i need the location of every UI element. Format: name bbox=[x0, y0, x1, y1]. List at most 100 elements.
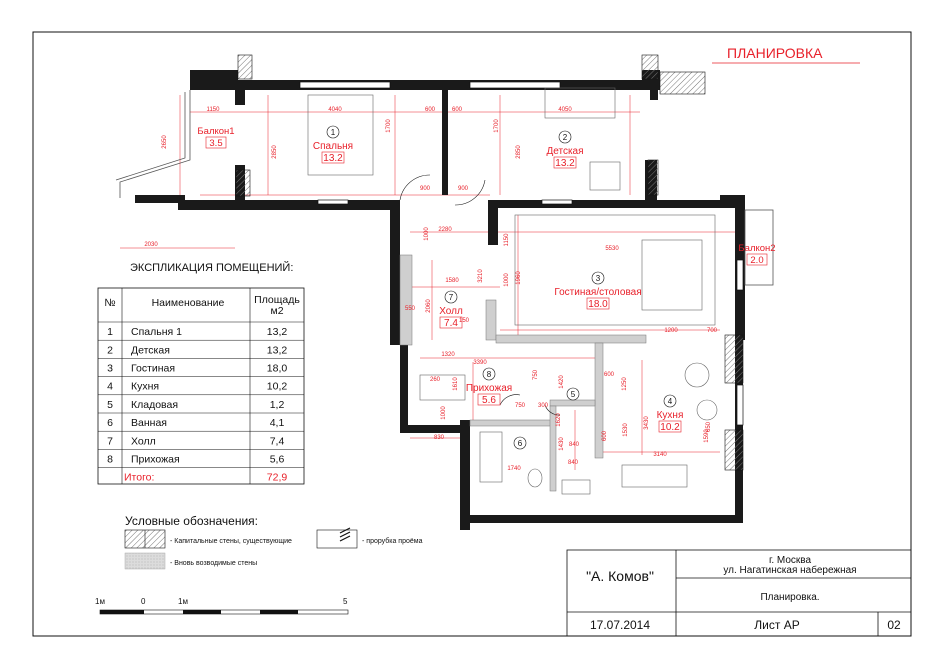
dimension-label: 1420 bbox=[559, 375, 565, 389]
room-number: 7 bbox=[449, 293, 454, 302]
dimension-label: 1610 bbox=[453, 377, 459, 391]
room-name: Гостиная/столовая bbox=[554, 287, 641, 298]
dimension-label: 600 bbox=[452, 107, 463, 113]
dimension-label: 1580 bbox=[445, 278, 459, 284]
dimension-label: 300 bbox=[538, 403, 549, 409]
table-cell-name: Спальня 1 bbox=[131, 326, 182, 338]
dimension-label: 2850 bbox=[516, 145, 522, 159]
wall-hatching bbox=[235, 54, 744, 471]
room-area: 18.0 bbox=[588, 299, 608, 310]
dimension-label: 1590 bbox=[704, 429, 710, 443]
room-area-box bbox=[477, 393, 501, 406]
dimension-label: 2280 bbox=[438, 227, 452, 233]
table-cell-num: 6 bbox=[107, 417, 113, 429]
sofa-area bbox=[514, 214, 716, 326]
table-cell-area: 1,2 bbox=[270, 399, 285, 411]
furniture bbox=[307, 87, 718, 495]
hall-cabinet bbox=[419, 374, 466, 401]
dimension-label: 750 bbox=[515, 403, 526, 409]
table-cell-num: 4 bbox=[107, 381, 113, 393]
room-name: Холл bbox=[439, 306, 463, 317]
legend-title: Условные обозначения: bbox=[125, 514, 258, 528]
dimension-label: 830 bbox=[434, 435, 445, 441]
dimension-label: 900 bbox=[458, 186, 469, 192]
dimension-label: 600 bbox=[425, 107, 436, 113]
table-cell-name: Кухня bbox=[131, 381, 159, 393]
legend-capital-label: - Капитальные стены, существующие bbox=[170, 538, 292, 545]
table-cell-area: 5,6 bbox=[270, 454, 285, 466]
dimension-label: 4050 bbox=[558, 107, 572, 113]
table-header-name: Наименование bbox=[152, 297, 225, 309]
room-number-circle bbox=[444, 290, 458, 304]
scale-label-1m: 1м bbox=[178, 597, 188, 606]
table-cell-name: Гостиная bbox=[131, 363, 175, 375]
title-block bbox=[566, 549, 912, 637]
dimension-label: 2060 bbox=[426, 299, 432, 313]
room-name: Спальня bbox=[313, 141, 353, 152]
table-cell-name: Кладовая bbox=[131, 399, 178, 411]
room-name: Детская bbox=[546, 146, 583, 157]
table-cell-name: Холл bbox=[131, 435, 156, 447]
dimension-label: 1000 bbox=[424, 227, 430, 241]
table-row: 2 Детская 13,2 bbox=[107, 344, 287, 356]
stamp-sheet-label: Лист АР bbox=[754, 618, 799, 632]
opening-icon bbox=[339, 527, 351, 542]
table-cell-num: 2 bbox=[107, 344, 113, 356]
balcony-area-box bbox=[205, 136, 227, 149]
room-number-circle bbox=[482, 367, 496, 381]
dimension-label: 600 bbox=[602, 430, 608, 441]
dimension-label: 1150 bbox=[504, 233, 510, 247]
room-number-circle bbox=[558, 130, 572, 144]
kids-bed bbox=[544, 87, 616, 119]
doors bbox=[399, 174, 561, 416]
table-cell-area: 18,0 bbox=[267, 363, 288, 375]
balcony-name: Балкон1 bbox=[197, 126, 234, 137]
balcony-area: 3.5 bbox=[209, 138, 222, 149]
stamp-sheet-number: 02 bbox=[887, 618, 901, 632]
stamp-city: г. Москва bbox=[769, 555, 812, 566]
dimension-label: 1430 bbox=[559, 437, 565, 451]
stamp-author: "А. Комов" bbox=[586, 568, 654, 584]
room-area: 5.6 bbox=[482, 395, 496, 406]
dimension-label: 2850 bbox=[272, 145, 278, 159]
bed bbox=[307, 94, 374, 176]
dimension-label: 750 bbox=[533, 369, 539, 380]
room-number: 5 bbox=[571, 390, 576, 399]
room-number-circle bbox=[591, 271, 605, 285]
dimension-label: 1960 bbox=[516, 271, 522, 285]
legend-new-wall-swatch bbox=[124, 552, 166, 570]
balcony2-outline bbox=[744, 209, 774, 286]
dimension-label: 700 bbox=[707, 328, 718, 334]
room-area: 13.2 bbox=[323, 153, 343, 164]
table-cell-num: 5 bbox=[107, 399, 113, 411]
dimension-label: 650 bbox=[706, 421, 712, 432]
dimension-label: 1000 bbox=[504, 273, 510, 287]
table-cell-area: 13,2 bbox=[267, 344, 288, 356]
table-cell-num: 3 bbox=[107, 363, 113, 375]
table-cell-name: Детская bbox=[131, 344, 170, 356]
room-number: 8 bbox=[487, 370, 492, 379]
dimension-label: 3430 bbox=[644, 416, 650, 430]
table-cell-name: Ванная bbox=[131, 417, 167, 429]
scale-label-5: 5 bbox=[343, 597, 348, 606]
toilet bbox=[527, 468, 543, 488]
floor-plan: 1150404060060040502650285017001700285090… bbox=[115, 54, 776, 530]
bathtub bbox=[479, 431, 503, 483]
table-cell-num: 1 bbox=[107, 326, 113, 338]
stamp-address: ул. Нагатинская набережная bbox=[723, 564, 856, 576]
dimension-label: 1620 bbox=[556, 413, 562, 427]
round-chair bbox=[684, 362, 710, 388]
sheet-frame bbox=[32, 31, 912, 637]
room-area-box bbox=[439, 316, 463, 329]
new-walls bbox=[399, 254, 647, 492]
legend-opening-label: - прорубка проёма bbox=[362, 537, 423, 545]
